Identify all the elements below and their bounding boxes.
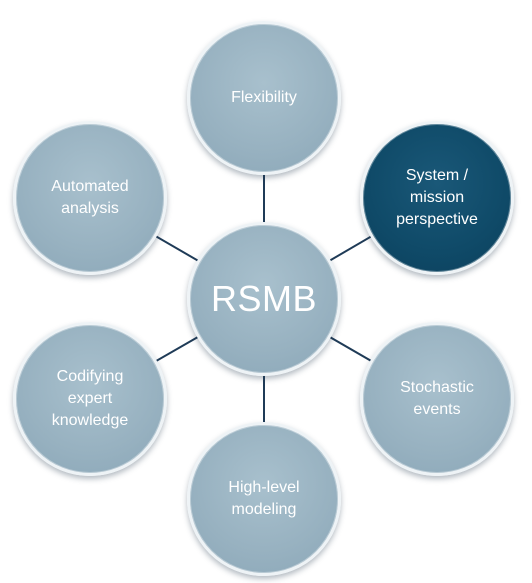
node-flexibility-label: Flexibility [231,89,297,106]
node-flexibility: Flexibility [187,21,341,175]
node-high-level-modeling: High-level modeling [187,422,341,576]
node-system-mission-perspective: System / mission perspective [360,121,514,275]
center-label: RSMB [210,278,317,319]
node-stochastic-events: Stochastic events [360,322,514,476]
node-system-mission-label: System / mission perspective [396,167,478,228]
node-codifying-expert-knowledge: Codifying expert knowledge [13,322,167,476]
node-center-rsmb: RSMB [187,222,341,376]
node-codifying-label: Codifying expert knowledge [51,368,129,429]
node-automated-label: Automated analysis [51,178,129,217]
node-high-level-label: High-level modeling [228,479,300,518]
node-stochastic-label: Stochastic events [400,379,474,418]
node-automated-analysis: Automated analysis [13,121,167,275]
